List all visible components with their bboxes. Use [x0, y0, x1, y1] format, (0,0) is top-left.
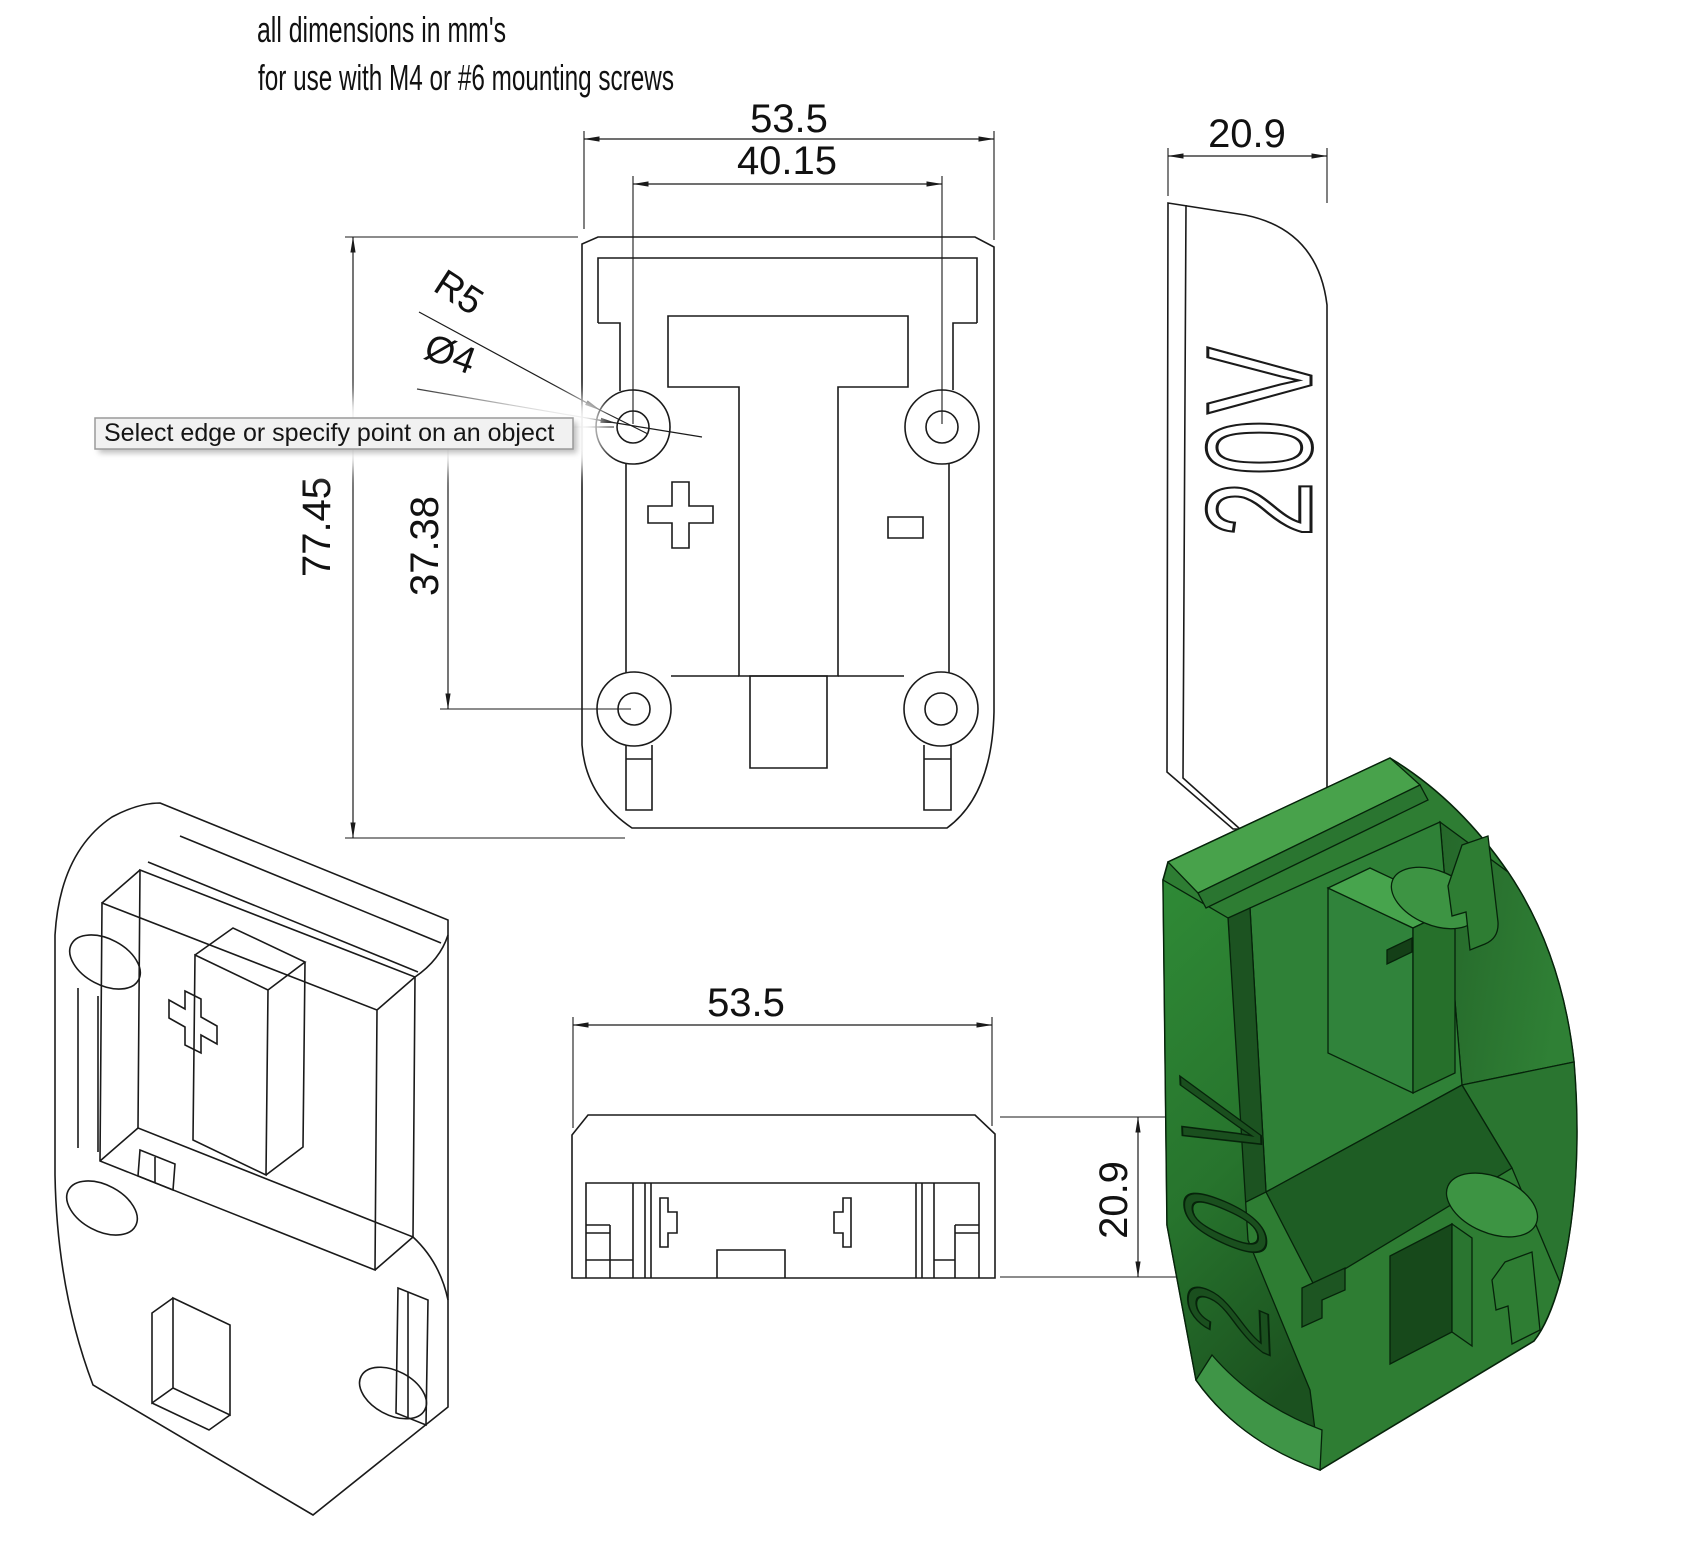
dim-width-53-5: 53.5	[583, 97, 995, 240]
top-view-outline[interactable]	[581, 236, 995, 829]
wire-silhouette[interactable]	[54, 802, 449, 1516]
screw-channel[interactable]	[923, 745, 952, 811]
wire-hook-bottom-right[interactable]	[351, 1357, 435, 1430]
note-units: all dimensions in mm's	[257, 9, 506, 50]
iso-wireframe-view[interactable]	[54, 802, 449, 1516]
wire-bottom-notch[interactable]	[151, 1296, 231, 1431]
side-emboss-20v: 20V	[1177, 341, 1344, 537]
dim-text: 20.9	[1208, 112, 1286, 156]
dim-text: 40.15	[737, 139, 837, 183]
dim-front-depth-20-9: 20.9	[1000, 1116, 1190, 1278]
side-view-face-edge[interactable]	[1182, 204, 1241, 830]
tooltip-label: Select edge or specify point on an objec…	[104, 419, 554, 447]
wire-left-slots[interactable]	[77, 988, 99, 1152]
green-emboss-20v: 20V	[1154, 1021, 1295, 1371]
green-hook-upper-bracket	[1447, 835, 1499, 951]
green-post-right	[1412, 906, 1456, 1095]
dim-text: 20.9	[1092, 1161, 1136, 1239]
dim-text: 37.38	[403, 496, 447, 596]
green-floor	[1265, 1084, 1513, 1288]
green-bottom-lip	[1195, 1353, 1323, 1471]
dim-hole-offset-37-38: 37.38	[403, 426, 631, 710]
top-view[interactable]: 53.5 40.15 77.45 37.38 R5 Ø4	[295, 97, 995, 839]
wire-plus-marking[interactable]	[168, 989, 218, 1055]
side-view-outline[interactable]	[1166, 202, 1328, 830]
wire-hook-top-left[interactable]	[61, 924, 150, 1000]
screw-boss[interactable]	[903, 671, 979, 747]
wire-top-band[interactable]	[147, 835, 442, 973]
front-right-block[interactable]	[915, 1183, 979, 1278]
plus-terminal-marking[interactable]	[647, 481, 714, 549]
dim-text: 77.45	[295, 477, 339, 577]
minus-terminal-marking[interactable]	[887, 516, 924, 539]
screw-channel[interactable]	[625, 745, 653, 811]
green-shell-right-lower	[1460, 1061, 1578, 1285]
t-slot[interactable]	[667, 315, 909, 677]
front-center-pocket[interactable]	[716, 1249, 786, 1278]
front-view[interactable]: 53.5 20.9	[571, 981, 1190, 1279]
wire-small-clip[interactable]	[137, 1148, 176, 1192]
dim-text: 53.5	[707, 981, 785, 1025]
front-left-block[interactable]	[586, 1183, 652, 1278]
wire-right-slot[interactable]	[395, 1286, 429, 1427]
tooltip-box	[94, 417, 574, 450]
green-hook-lower-bracket	[1491, 1251, 1541, 1346]
note-screws: for use with M4 or #6 mounting screws	[258, 57, 674, 98]
green-top-band-edge	[1197, 784, 1429, 909]
dim-text: R5	[427, 262, 491, 324]
green-hook-lower	[1445, 1172, 1539, 1238]
wire-hook-bottom-left[interactable]	[58, 1170, 147, 1246]
dim-depth-20-9: 20.9	[1167, 112, 1328, 203]
screw-hole[interactable]	[924, 692, 958, 726]
dim-front-width-53-5: 53.5	[572, 981, 993, 1128]
green-bottom-clip	[1301, 1266, 1346, 1329]
front-recess[interactable]	[585, 1182, 980, 1278]
drawing-notes: all dimensions in mm's for use with M4 o…	[257, 9, 674, 98]
dim-hole-span-40-15: 40.15	[632, 139, 943, 424]
dim-text: 53.5	[750, 97, 828, 141]
wire-back-wall[interactable]	[99, 869, 416, 1272]
status-tooltip: Select edge or specify point on an objec…	[70, 398, 600, 470]
green-bottom-notch-side	[1451, 1222, 1473, 1348]
dim-text: Ø4	[419, 326, 481, 383]
wire-post[interactable]	[192, 927, 307, 1177]
top-view-inner-lip[interactable]	[597, 257, 978, 391]
green-post-slot	[1386, 936, 1413, 966]
front-right-clip[interactable]	[833, 1197, 852, 1248]
front-left-clip[interactable]	[659, 1197, 678, 1248]
iso-render-view[interactable]: 20V	[1154, 757, 1578, 1471]
wire-shell-blend[interactable]	[412, 934, 449, 1301]
dim-height-77-45: 77.45	[295, 236, 625, 839]
cavity-floor-edges[interactable]	[625, 463, 950, 677]
terminal-pocket[interactable]	[749, 675, 828, 769]
side-view[interactable]: 20V 20.9	[1166, 112, 1345, 830]
wire-cavity-rim[interactable]	[137, 868, 416, 1239]
front-view-outline[interactable]	[571, 1114, 996, 1279]
